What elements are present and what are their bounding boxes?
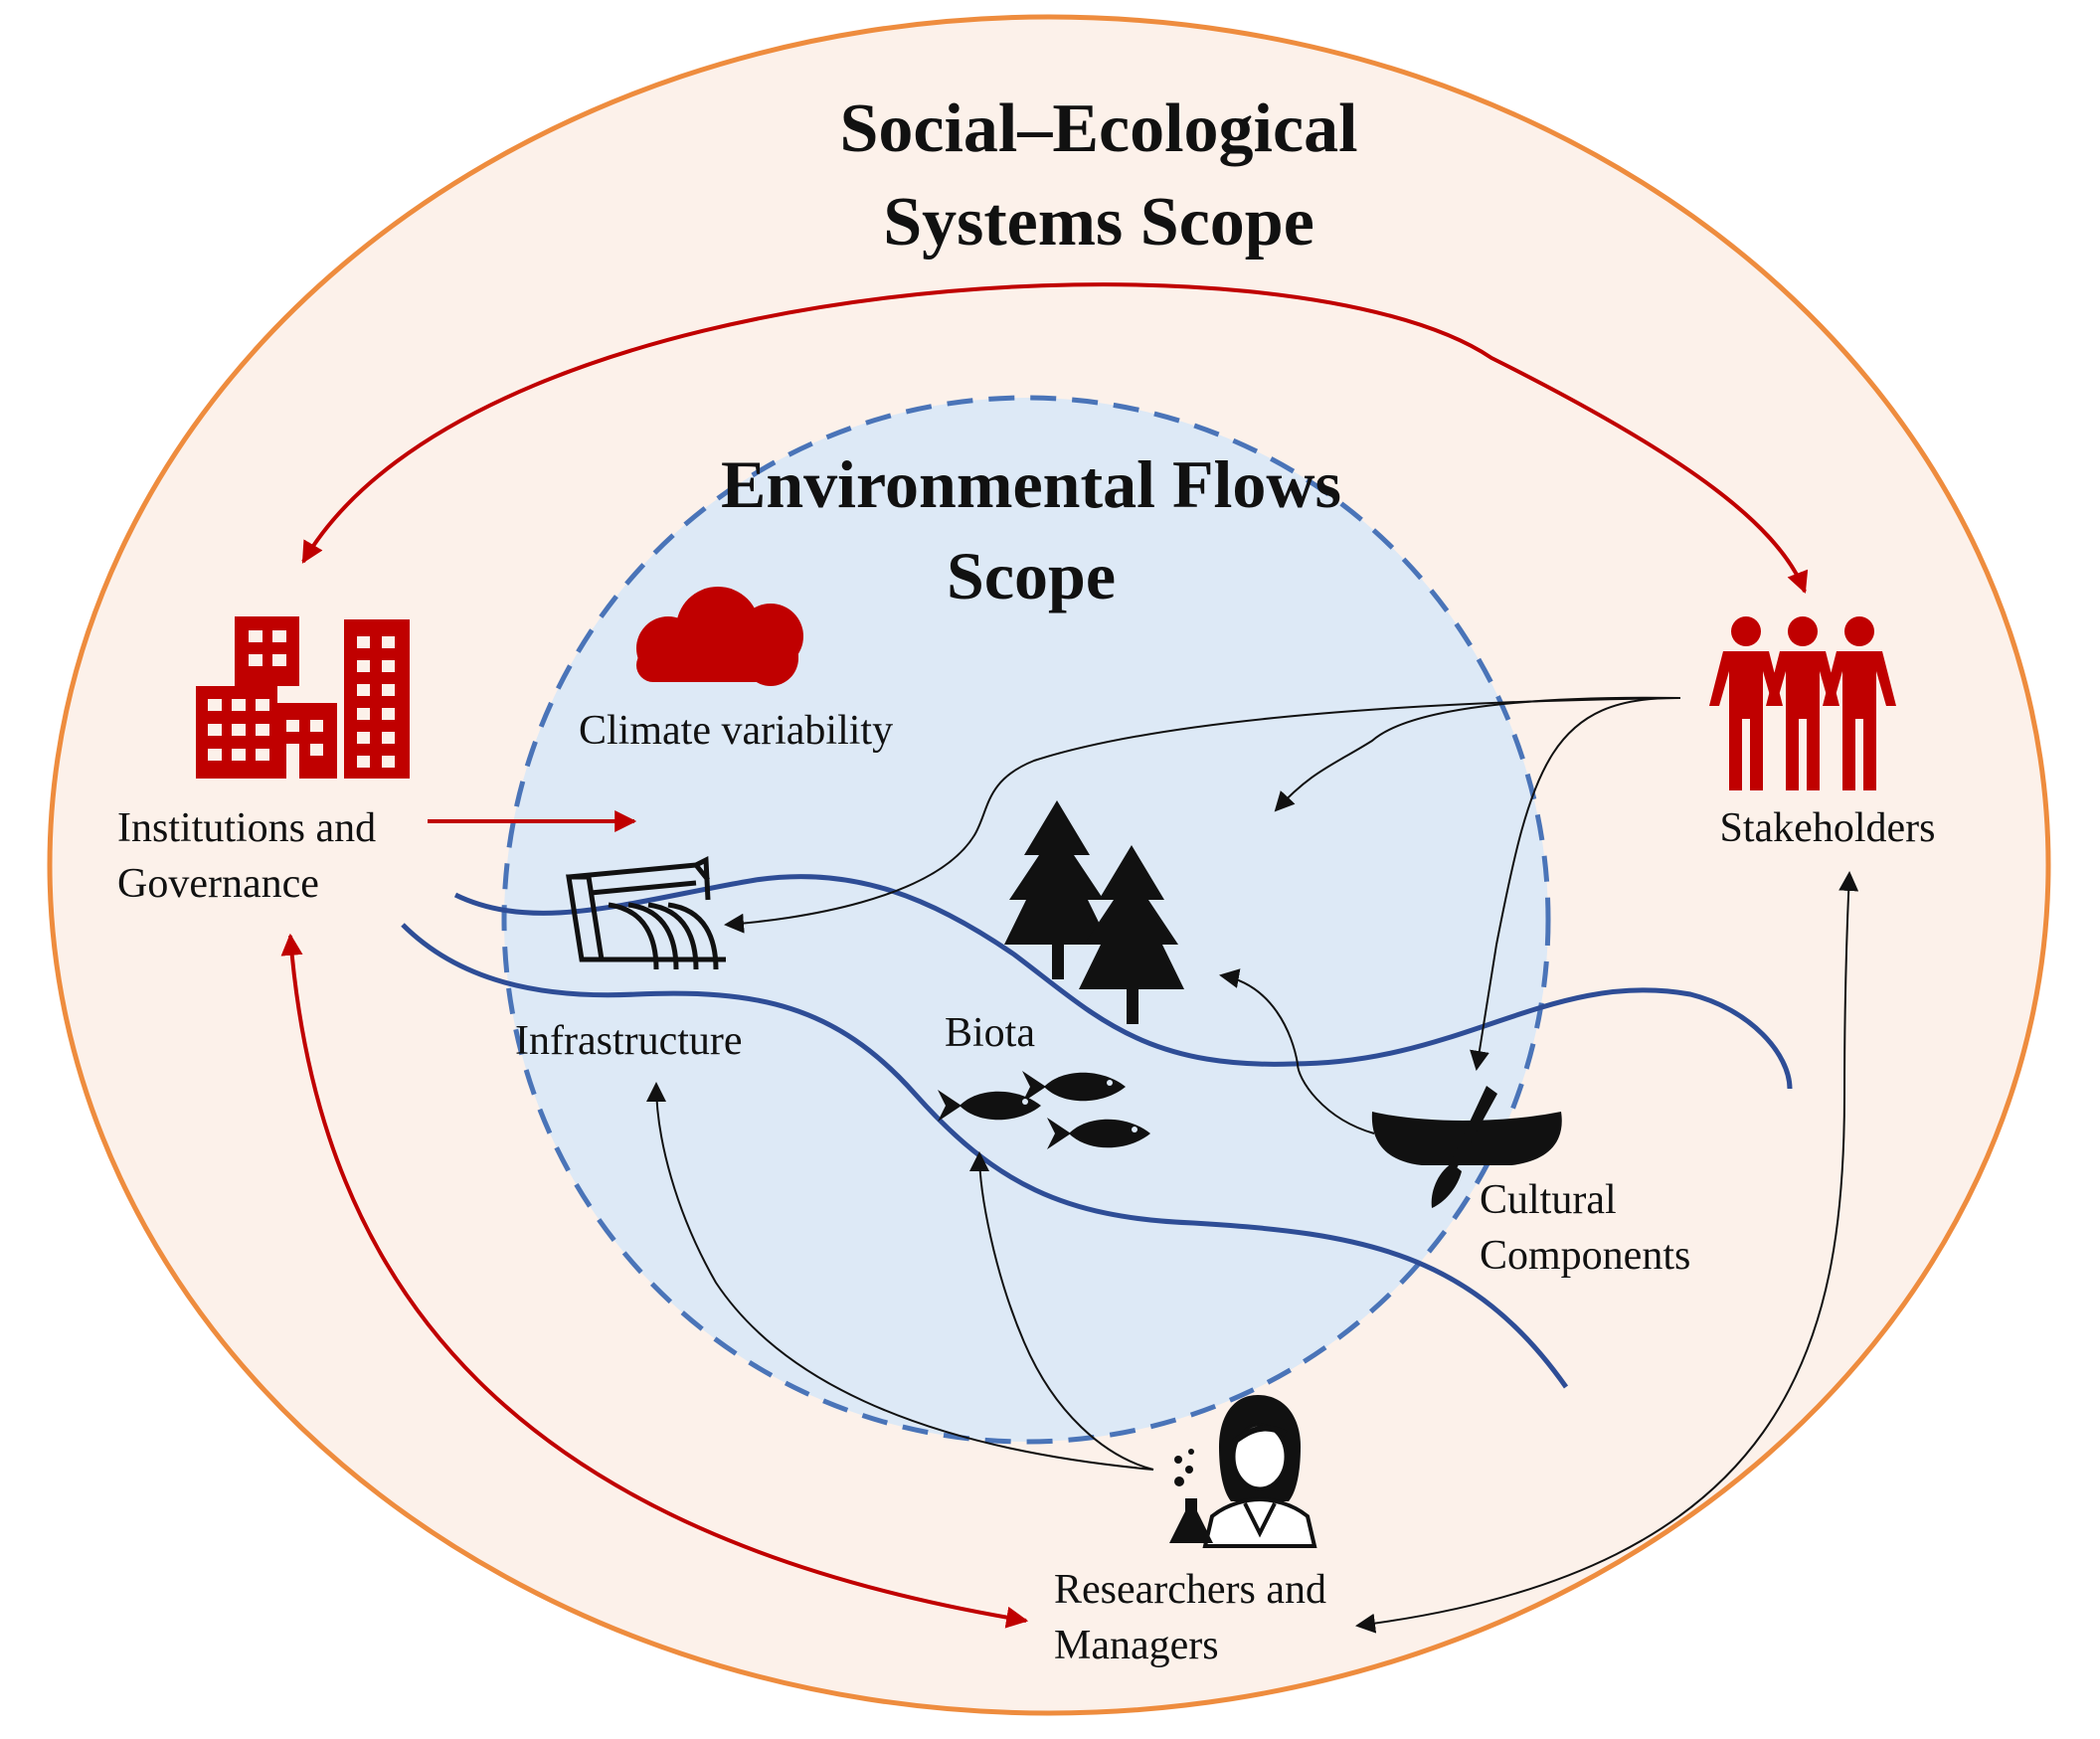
institutions-label-line2: Governance bbox=[117, 861, 319, 907]
arrow-stakeholders-infrastructure bbox=[724, 697, 1681, 934]
institutions-label-line1: Institutions and bbox=[117, 805, 376, 851]
outer-scope-title-line1: Social–Ecological bbox=[839, 90, 1357, 167]
person-figure bbox=[1766, 616, 1839, 790]
arrow-governance-stakeholders bbox=[301, 282, 1809, 595]
arrow-researchers-infrastructure bbox=[646, 1082, 1154, 1471]
infrastructure-label: Infrastructure bbox=[515, 1018, 743, 1064]
person-figure bbox=[1709, 616, 1783, 790]
arrow-stakeholders-forest bbox=[1274, 696, 1681, 812]
arrow-researchers-stakeholders bbox=[1355, 871, 1859, 1634]
researchers-label-line1: Researchers and bbox=[1054, 1567, 1326, 1613]
black-arrows bbox=[646, 696, 1859, 1634]
person-figure bbox=[1823, 616, 1896, 790]
inner-scope-title-line2: Scope bbox=[947, 538, 1116, 613]
researchers-label-line2: Managers bbox=[1054, 1623, 1219, 1668]
red-arrows bbox=[280, 282, 1809, 1629]
cultural-label-line2: Components bbox=[1480, 1233, 1690, 1279]
climate-variability-label: Climate variability bbox=[579, 708, 893, 754]
biota-label: Biota bbox=[945, 1010, 1035, 1056]
arrow-canoe-forest bbox=[1219, 968, 1375, 1134]
fish-shape bbox=[1047, 1118, 1150, 1149]
arrow-researchers-biota bbox=[969, 1151, 1154, 1471]
arrow-governance-researchers bbox=[280, 933, 1029, 1629]
scientist-icon bbox=[1169, 1395, 1317, 1548]
stakeholders-label: Stakeholders bbox=[1720, 805, 1936, 851]
buildings-icon bbox=[196, 616, 410, 779]
people-icon bbox=[1709, 616, 1896, 790]
inner-scope-title-line1: Environmental Flows bbox=[721, 446, 1341, 522]
cultural-label-line1: Cultural bbox=[1480, 1177, 1617, 1223]
cloud-icon bbox=[636, 587, 803, 686]
trees-icon bbox=[1004, 800, 1184, 1024]
outer-scope-title-line2: Systems Scope bbox=[883, 184, 1314, 261]
